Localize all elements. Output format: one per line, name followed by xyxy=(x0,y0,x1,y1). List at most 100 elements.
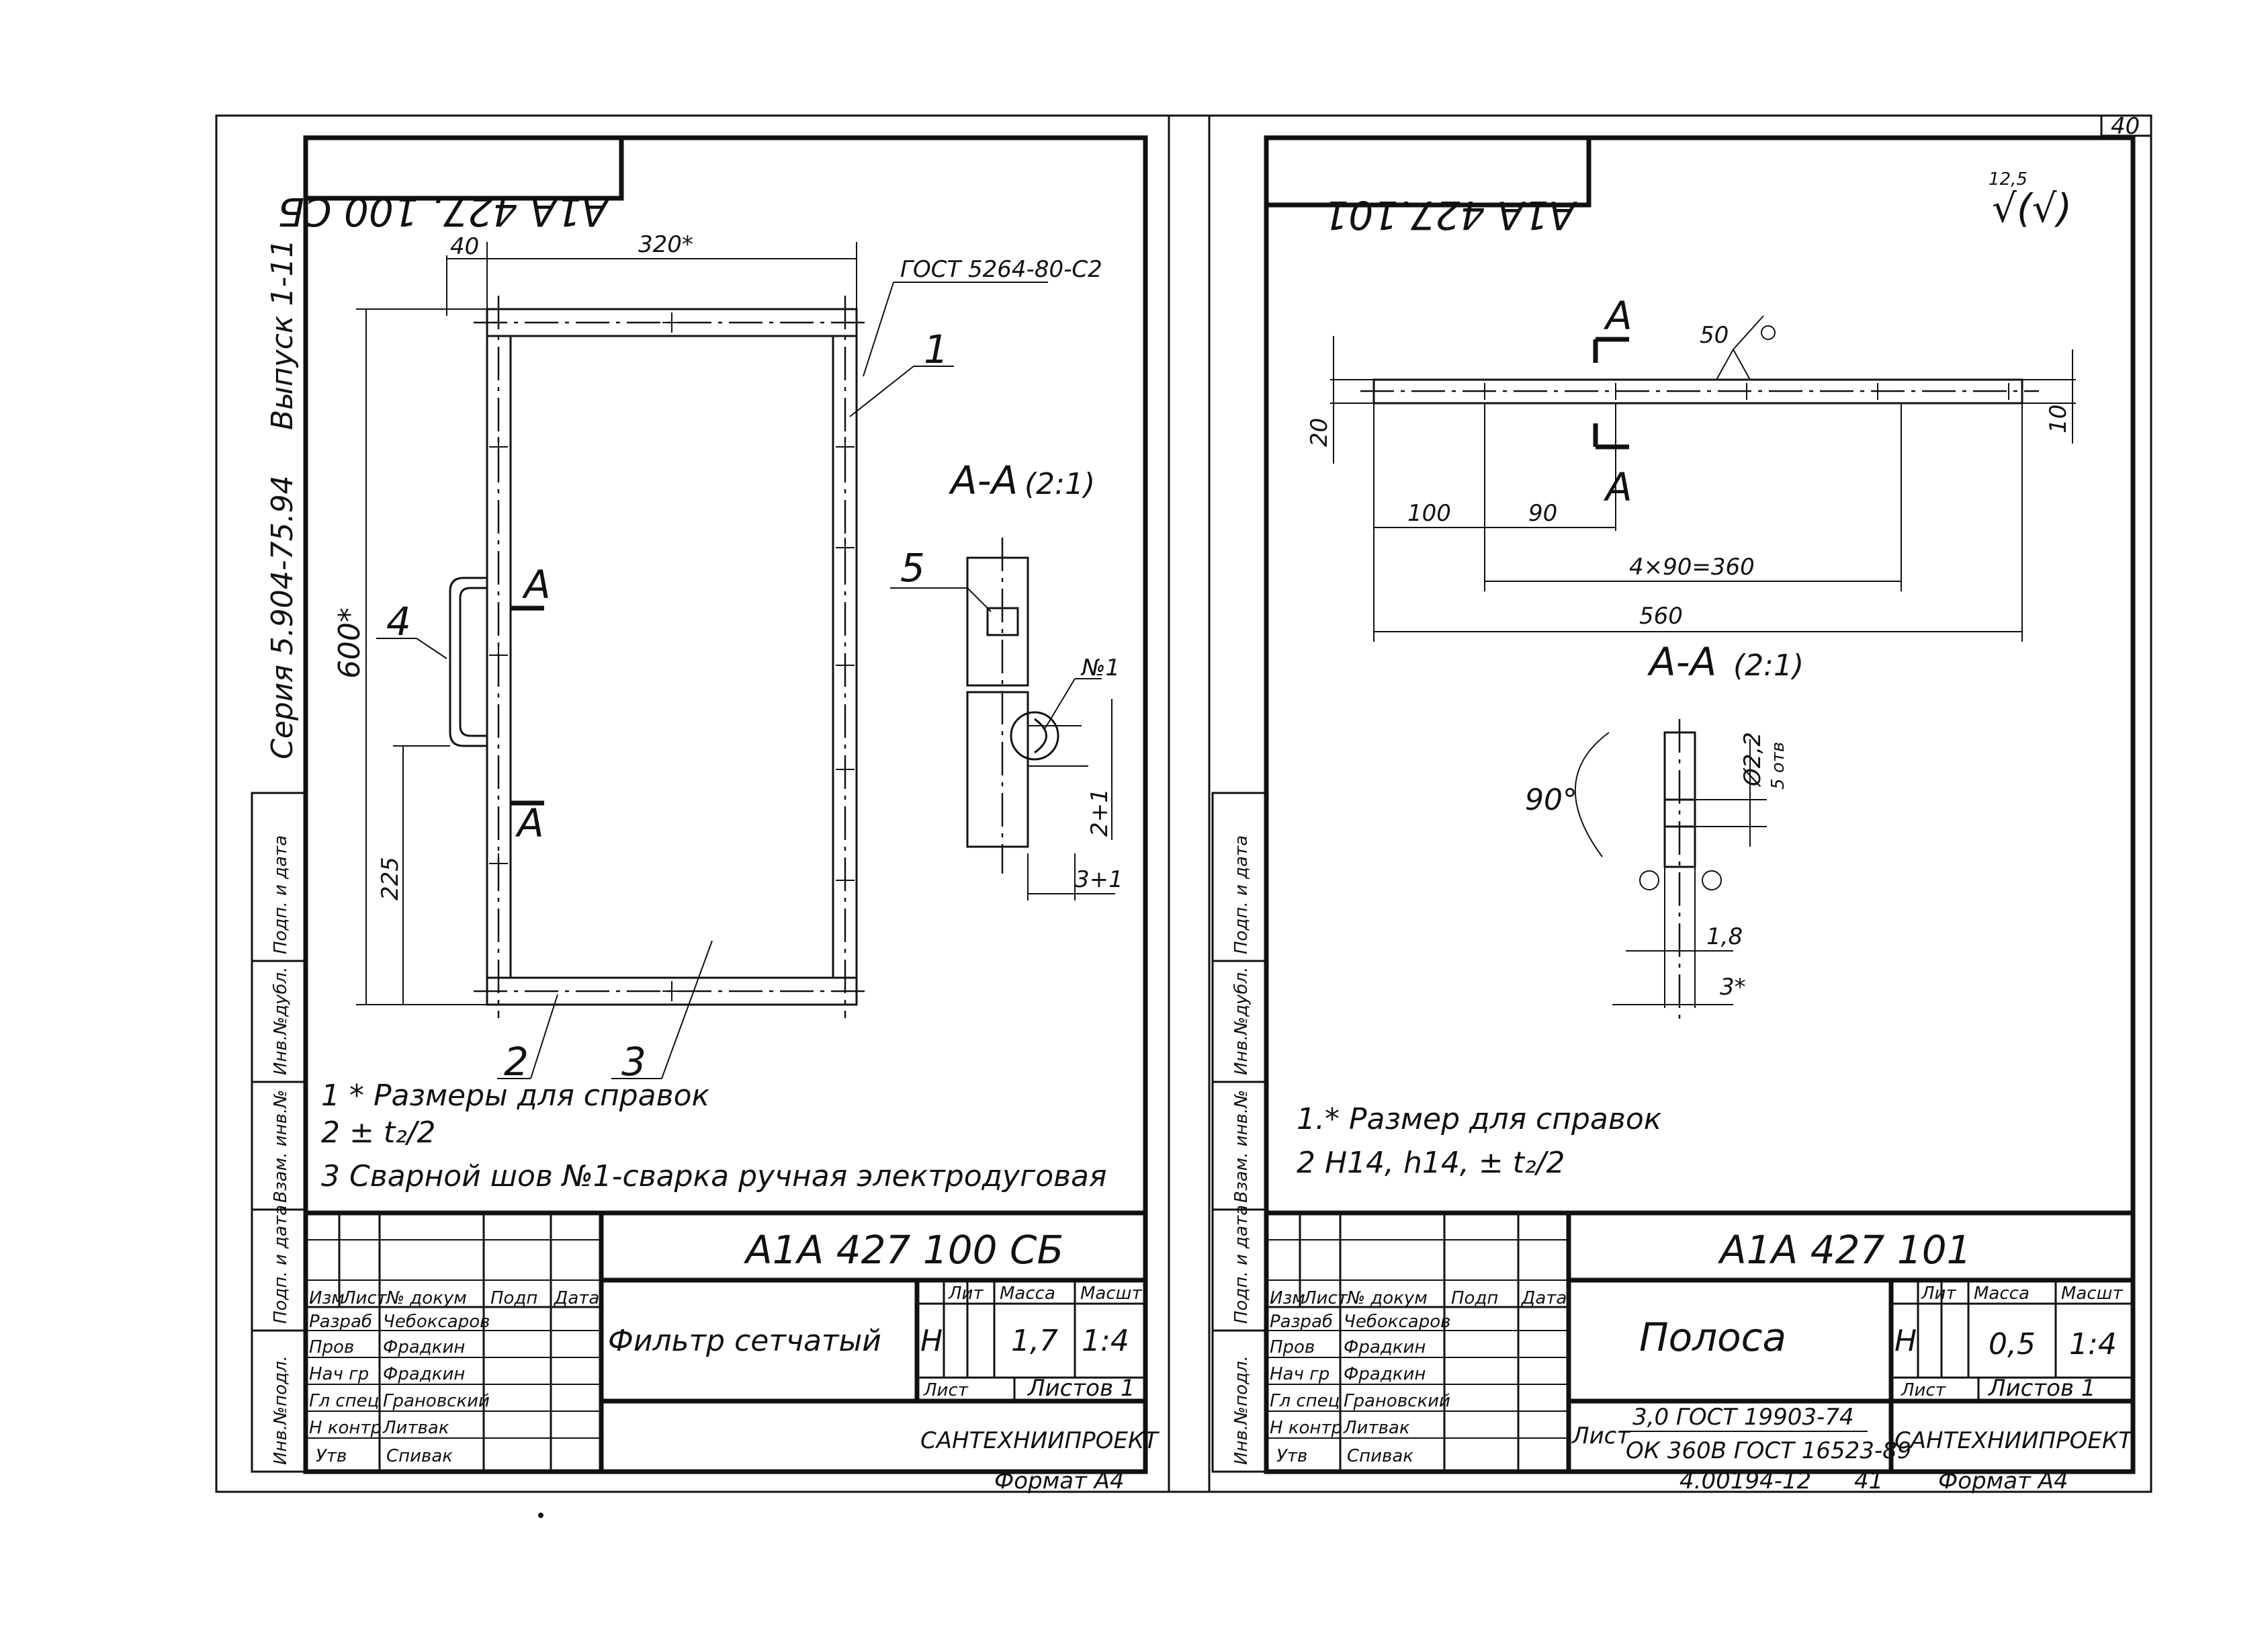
dim-weld-w: 3+1 xyxy=(1075,866,1123,893)
left-role-4: Гл спец xyxy=(309,1391,379,1411)
left-designation: А1А 427 100 СБ xyxy=(743,1227,1063,1273)
left-mass: 1,7 xyxy=(1011,1324,1058,1358)
left-name-6: Спивак xyxy=(386,1446,453,1466)
strip-elevation-view xyxy=(1360,315,2039,450)
dim-hole-num: 50 xyxy=(1700,322,1729,349)
material-bottom: ОК 360В ГОСТ 16523-89 xyxy=(1626,1437,1911,1464)
callout-5: 5 xyxy=(900,545,925,591)
footer-page: 41 xyxy=(1854,1468,1883,1495)
dim-angle: 90° xyxy=(1525,783,1577,817)
right-role-5: Н контр xyxy=(1270,1418,1342,1438)
right-side-label-2: Инв.№дубл. xyxy=(1231,967,1252,1075)
right-name-1: Чебоксаров xyxy=(1344,1312,1450,1332)
right-name-2: Фрадкин xyxy=(1344,1337,1426,1357)
material-label: Лист xyxy=(1571,1423,1630,1449)
dim-dia: Ø2,2 xyxy=(1739,732,1766,788)
section-mark-a-bottom: А xyxy=(515,800,544,846)
right-dimensions xyxy=(1330,336,2076,642)
right-col-date: Дата xyxy=(1521,1288,1567,1308)
right-hdr-lit: Лит xyxy=(1921,1284,1956,1304)
right-scale: 1:4 xyxy=(2069,1327,2117,1361)
side-label-2: Инв.№дубл. xyxy=(271,967,291,1075)
footer-code: 4.00194-12 xyxy=(1680,1468,1811,1495)
right-col-sign: Подп xyxy=(1451,1288,1498,1308)
dim-lower-225: 225 xyxy=(377,857,404,900)
left-hdr-mass: Масса xyxy=(1000,1284,1055,1304)
dim-90: 90 xyxy=(1528,500,1557,527)
left-gost-callout: ГОСТ 5264-80-С2 xyxy=(900,256,1102,283)
left-hdr-lit: Лит xyxy=(948,1284,984,1304)
series-stamp: Серия 5.904-75.94 xyxy=(265,475,300,759)
right-part-name: Полоса xyxy=(1639,1314,1786,1360)
side-label-3: Взам. инв.№ xyxy=(271,1090,291,1203)
left-name-1: Чебоксаров xyxy=(383,1312,490,1332)
left-section-scale: (2:1) xyxy=(1024,467,1095,501)
right-side-label-5: Инв.№подл. xyxy=(1231,1355,1252,1465)
right-section-scale: (2:1) xyxy=(1733,648,1804,683)
roughness-symbol: √(√) xyxy=(1992,185,2072,231)
left-sheets-label: Листов 1 xyxy=(1027,1375,1135,1402)
dim-width-320: 320* xyxy=(638,231,693,258)
dim-height-600: 600* xyxy=(333,607,367,679)
right-col-doc: № докум xyxy=(1346,1288,1428,1308)
right-lit: Н xyxy=(1894,1324,1917,1358)
right-name-5: Литвак xyxy=(1343,1418,1410,1438)
right-title-block xyxy=(1264,1210,2136,1474)
left-hdr-scale: Масшт xyxy=(1080,1284,1142,1304)
left-name-3: Фрадкин xyxy=(383,1364,465,1384)
right-role-6: Утв xyxy=(1276,1446,1307,1466)
left-title-block xyxy=(303,1210,1148,1474)
left-name-4: Грановский xyxy=(383,1391,490,1411)
dim-total: 560 xyxy=(1639,603,1683,630)
left-role-2: Пров xyxy=(309,1337,354,1357)
dim-1-8: 1,8 xyxy=(1706,923,1743,950)
dim-100: 100 xyxy=(1407,500,1451,527)
left-part-callouts xyxy=(376,366,992,1079)
dim-chain: 4×90=360 xyxy=(1629,554,1755,581)
dim-weld-h: 2+1 xyxy=(1086,788,1113,837)
section-mark-a-top: А xyxy=(521,562,551,607)
right-hdr-scale: Масшт xyxy=(2061,1284,2123,1304)
dim-holes: 5 отв xyxy=(1768,742,1788,790)
right-sheet-label: Лист xyxy=(1901,1380,1946,1400)
left-name-5: Литвак xyxy=(382,1418,449,1438)
side-label-1: Подп. и дата xyxy=(271,835,291,954)
dim-3: 3* xyxy=(1720,974,1746,1001)
left-dimensions xyxy=(356,242,857,1005)
left-role-3: Нач гр xyxy=(309,1364,369,1384)
page-number: 40 xyxy=(2111,113,2140,140)
right-role-2: Пров xyxy=(1270,1337,1315,1357)
left-note-2: 2 ± t₂/2 xyxy=(321,1116,436,1150)
left-part-name: Фильтр сетчатый xyxy=(608,1324,881,1358)
issue-stamp: Выпуск 1-11 xyxy=(265,239,300,430)
callout-3: 3 xyxy=(621,1039,646,1085)
left-lit: Н xyxy=(920,1324,943,1358)
left-code-top: А1А 427. 100 СБ xyxy=(277,189,611,235)
side-label-4: Подп. и дата xyxy=(271,1205,291,1324)
right-section-mark-top: А xyxy=(1603,293,1632,339)
right-section-mark-bottom: А xyxy=(1603,464,1632,510)
right-note-2: 2 Н14, h14, ± t₂/2 xyxy=(1297,1146,1565,1180)
right-code-top: А1А 427.101 xyxy=(1323,192,1578,238)
sheet-frame xyxy=(215,114,2152,1493)
left-col-list: Лист xyxy=(342,1288,388,1308)
left-col-date: Дата xyxy=(554,1288,599,1308)
left-note-3: 3 Сварной шов №1-сварка ручная электроду… xyxy=(321,1159,1106,1193)
left-col-sign: Подп xyxy=(490,1288,537,1308)
left-org: САНТЕХНИИПРОЕКТ xyxy=(920,1427,1160,1454)
right-sheets-label: Листов 1 xyxy=(1987,1375,2095,1402)
right-role-1: Разраб xyxy=(1270,1312,1333,1332)
right-role-4: Гл спец xyxy=(1270,1391,1340,1411)
left-role-6: Утв xyxy=(316,1446,347,1466)
left-sheet: Подп. и дата Инв.№дубл. Взам. инв.№ Подп… xyxy=(251,135,1160,1495)
right-mass: 0,5 xyxy=(1989,1327,2036,1361)
strip-section-view xyxy=(1575,719,1767,1021)
right-org: САНТЕХНИИПРОЕКТ xyxy=(1894,1427,2134,1454)
stray-dot xyxy=(538,1513,543,1518)
right-side-label-4: Подп. и дата xyxy=(1231,1205,1252,1324)
left-sheet-label: Лист xyxy=(923,1380,969,1400)
left-name-2: Фрадкин xyxy=(383,1337,465,1357)
left-col-izm: Изм xyxy=(309,1288,345,1308)
right-col-list: Лист xyxy=(1303,1288,1348,1308)
